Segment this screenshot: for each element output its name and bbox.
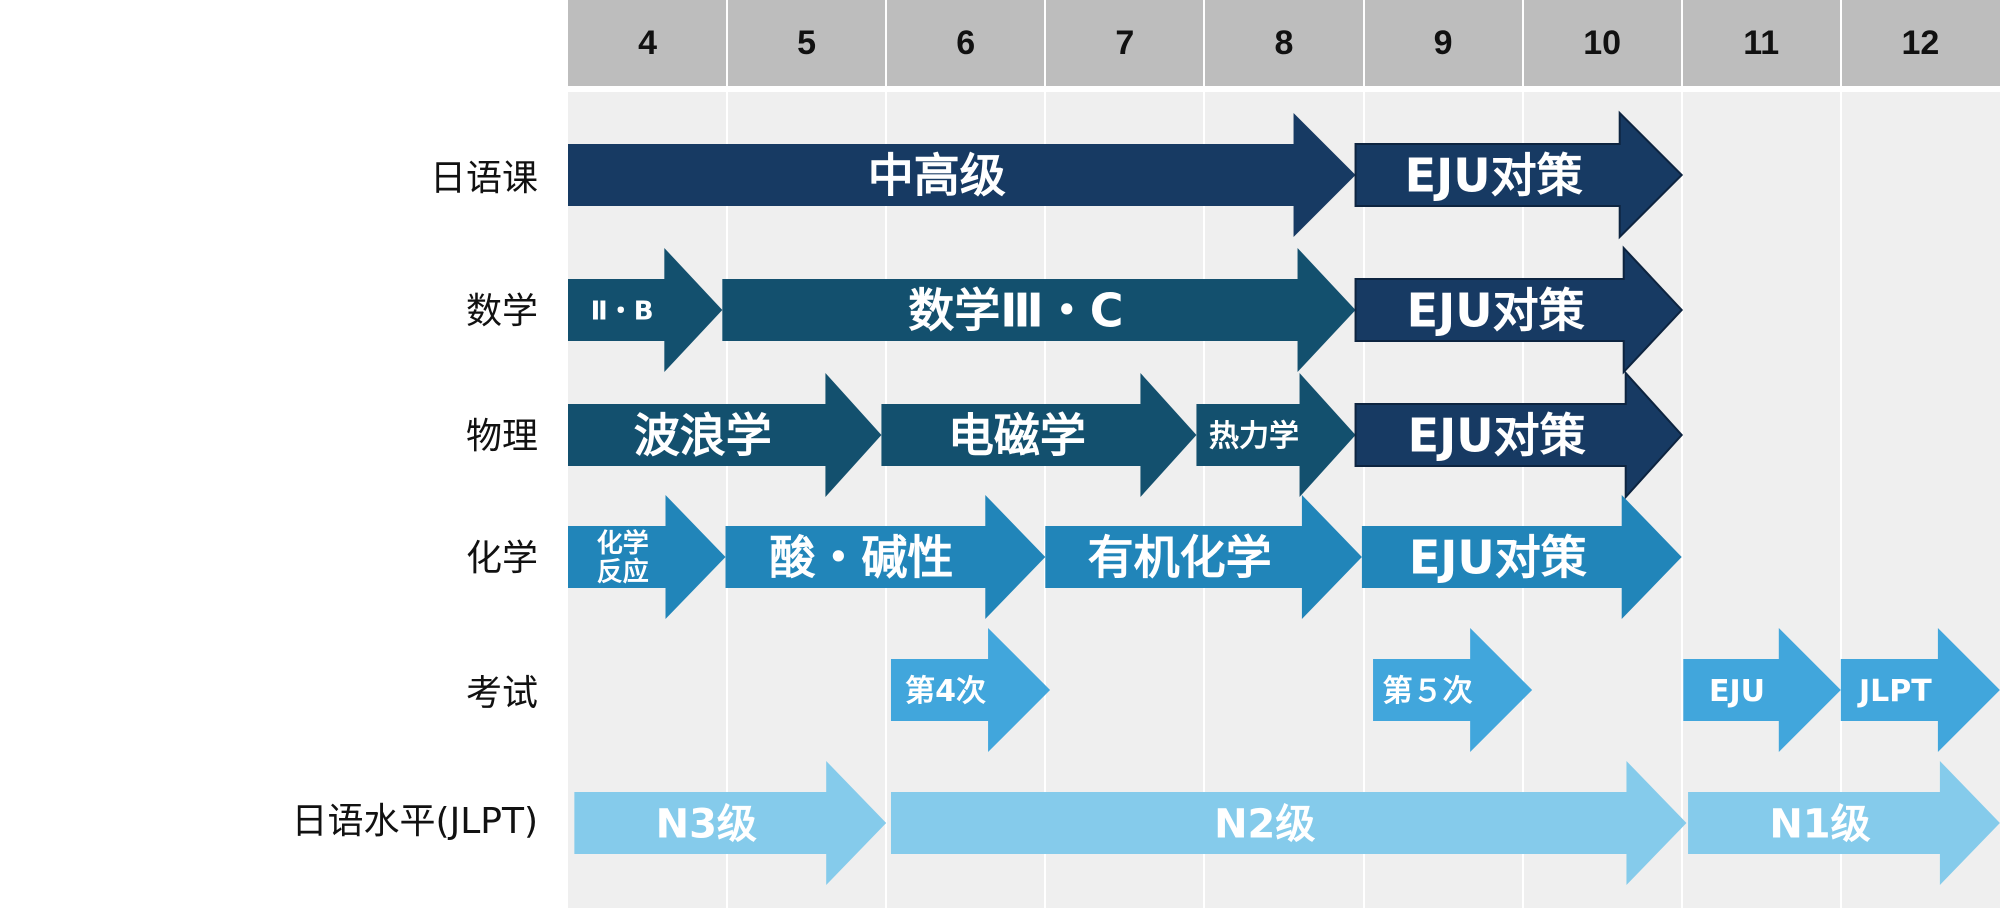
month-header-5: 5 (727, 0, 887, 86)
schedule-arrow (574, 761, 887, 885)
schedule-arrow (1354, 370, 1684, 500)
arrow-label: Ⅱ・B (591, 296, 654, 326)
row-label: 考试 (465, 673, 538, 714)
arrow-label: JLPT (1857, 674, 1932, 709)
schedule-arrow (1196, 373, 1356, 497)
arrow-label: EJU对策 (1408, 409, 1586, 463)
schedule-arrow (722, 248, 1356, 372)
schedule-arrow (881, 373, 1197, 497)
schedule-arrow (1683, 628, 1841, 752)
schedule-arrow (1373, 628, 1533, 752)
arrow-label: 第4次 (905, 674, 986, 709)
arrow-label: EJU对策 (1405, 149, 1583, 203)
month-divider (1680, 0, 1683, 908)
month-header-6: 6 (886, 0, 1046, 86)
arrow-label: N3级 (656, 801, 757, 847)
month-header-7: 7 (1045, 0, 1205, 86)
month-header-9: 9 (1363, 0, 1523, 86)
arrow-label: 电磁学 (948, 409, 1086, 463)
schedule-arrow (568, 373, 882, 497)
month-header-8: 8 (1204, 0, 1364, 86)
row-label: 日语课 (429, 158, 538, 199)
month-header-4: 4 (568, 0, 728, 86)
schedule-arrow (1354, 110, 1684, 240)
arrow-label: EJU (1709, 674, 1765, 709)
header-divider (568, 86, 2000, 92)
month-header-11: 11 (1681, 0, 1841, 86)
month-header-12: 12 (1840, 0, 2000, 86)
arrow-label: 有机化学 (1088, 531, 1272, 585)
arrow-label: 第５次 (1383, 674, 1473, 709)
row-label: 日语水平(JLPT) (291, 801, 538, 842)
arrow-label: 酸・碱性 (769, 531, 953, 585)
arrow-label: EJU对策 (1409, 531, 1587, 585)
schedule-arrow (890, 628, 1051, 752)
arrow-label: 热力学 (1209, 419, 1299, 454)
arrow-label: EJU对策 (1407, 284, 1585, 338)
arrow-label: 中高级 (868, 149, 1006, 203)
schedule-arrow (725, 495, 1046, 619)
schedule-arrow (1840, 628, 2000, 752)
schedule-arrow (568, 113, 1356, 237)
schedule-arrow (1361, 495, 1682, 619)
month-divider (1839, 0, 1842, 908)
arrow-label: 波浪学 (634, 409, 772, 463)
row-label: 数学 (465, 291, 538, 332)
schedule-arrow (568, 495, 726, 619)
arrow-label: N2级 (1214, 801, 1315, 847)
schedule-arrow (1045, 495, 1362, 619)
arrow-label: N1级 (1769, 801, 1870, 847)
row-label: 化学 (465, 538, 538, 579)
month-header-10: 10 (1522, 0, 1682, 86)
arrow-label: 化学反应 (597, 528, 649, 588)
schedule-arrow (1354, 245, 1684, 375)
schedule-arrow (1688, 761, 2000, 885)
schedule-arrow (890, 761, 1687, 885)
arrow-label: 数学Ⅲ・C (908, 284, 1123, 338)
schedule-arrow (568, 248, 723, 372)
row-label: 物理 (465, 416, 538, 457)
